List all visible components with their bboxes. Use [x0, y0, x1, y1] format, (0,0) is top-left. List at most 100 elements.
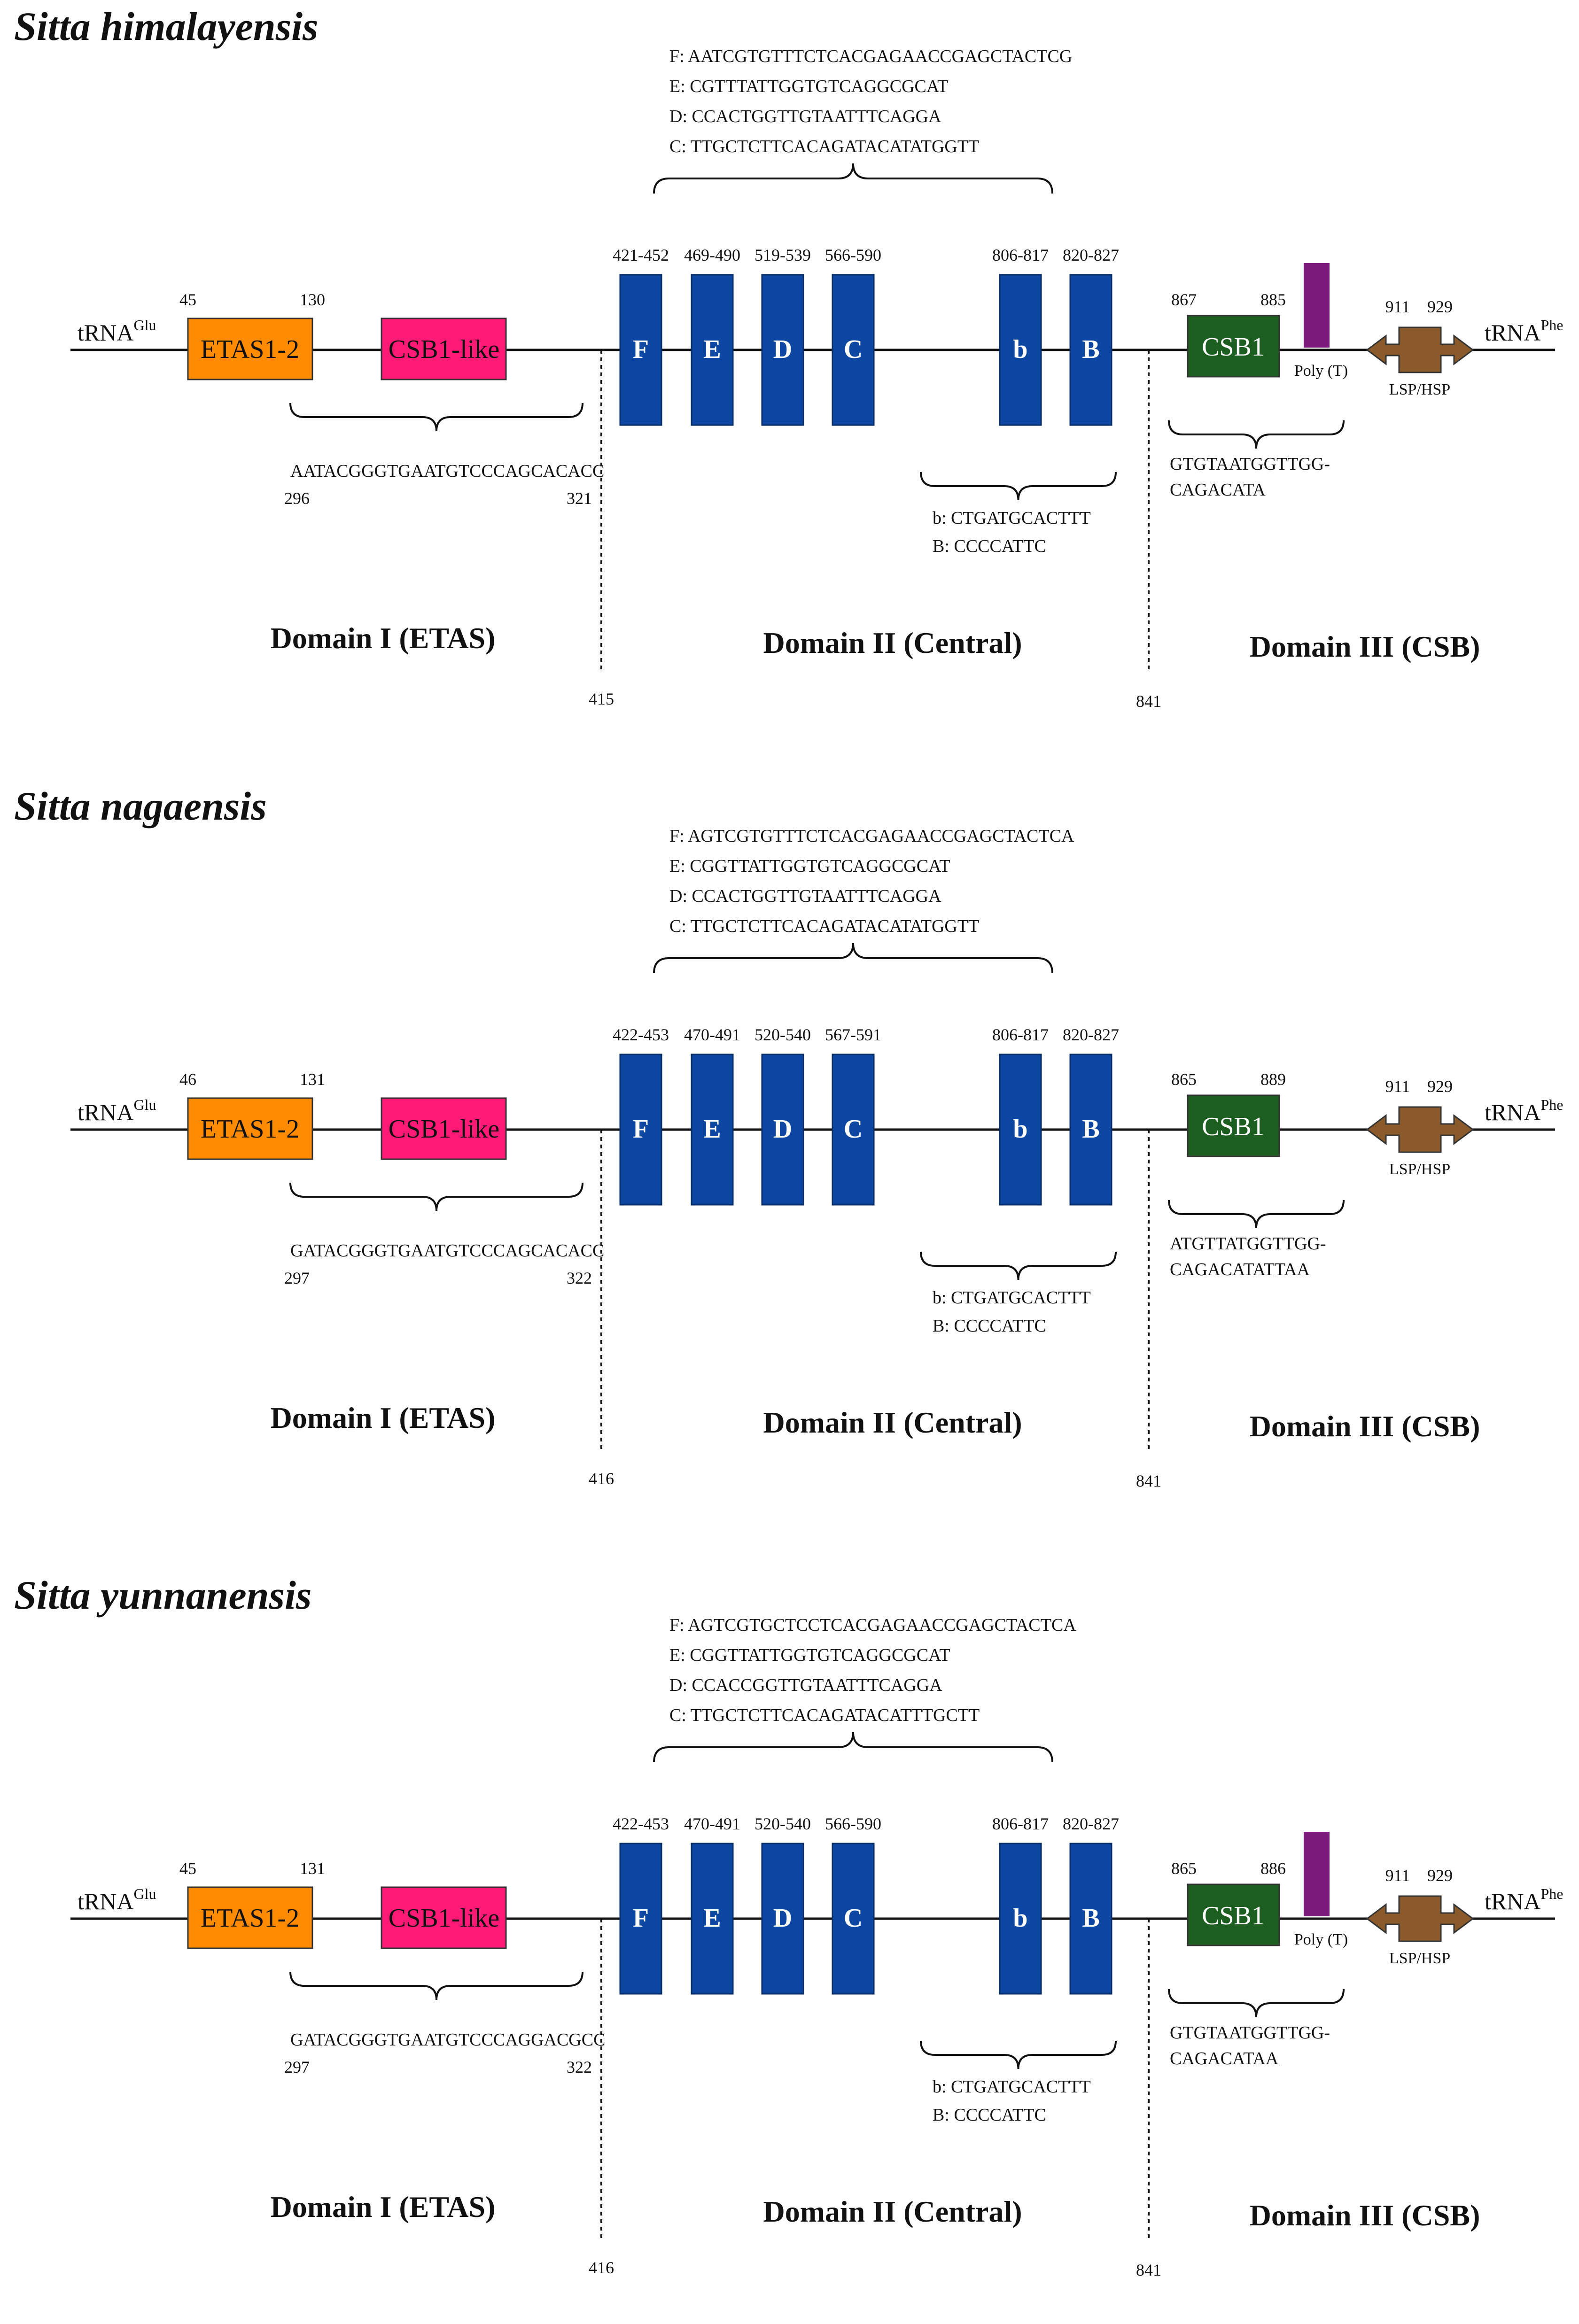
lsp-end: 929: [1427, 1866, 1453, 1885]
bB-seq-2: B: CCCCATTC: [933, 536, 1046, 556]
block-range: 806-817: [992, 1814, 1049, 1833]
domain-3-label: Domain III (CSB): [1250, 2199, 1480, 2232]
central-seq-d: D: CCACTGGTTGTAATTTCAGGA: [669, 886, 941, 906]
central-box-d: D 520-540: [754, 1814, 811, 1995]
csb1-label: CSB1: [1202, 1901, 1265, 1930]
etas-label: ETAS1-2: [201, 1115, 299, 1144]
domain-2-label: Domain II (Central): [763, 626, 1022, 659]
block: [619, 274, 662, 426]
csb1-seq-line-2: CAGACATATTAA: [1170, 1260, 1310, 1279]
block: [761, 274, 804, 426]
csb1-like-box: [381, 1097, 507, 1160]
csb1-like-seq: GATACGGGTGAATGTCCCAGCACACC: [290, 1241, 604, 1261]
poly-t-label: Poly (T): [1294, 1931, 1348, 1948]
csb1-like-seq: GATACGGGTGAATGTCCCAGGACGCC: [290, 2030, 605, 2050]
block-range: 422-453: [613, 1025, 669, 1044]
block-label: b: [1013, 1904, 1027, 1933]
block-range: 469-490: [684, 246, 740, 264]
bB-brace: [920, 2040, 1117, 2069]
block-range: 567-591: [825, 1025, 881, 1044]
csb1-end: 885: [1260, 290, 1286, 309]
block: [832, 1843, 875, 1995]
trna-phe-label: tRNAPhe: [1485, 1096, 1563, 1125]
csb1-like-end: 322: [567, 2058, 592, 2076]
csb1-like-start: 297: [284, 2058, 310, 2076]
csb1-brace: [1168, 420, 1345, 449]
lsp-start: 911: [1385, 1866, 1410, 1885]
lsp-hsp-arrow: [1366, 1895, 1474, 1942]
species-title: Sitta yunnanensis: [14, 1573, 311, 1618]
csb1-like-start: 297: [284, 1269, 310, 1287]
central-seq-e: E: CGTTTATTGGTGTCAGGCGCAT: [669, 77, 948, 96]
csb1-box: [1187, 1883, 1280, 1946]
etas-start: 45: [179, 290, 196, 309]
block-label: F: [633, 1115, 649, 1144]
domain-1-label: Domain I (ETAS): [271, 1401, 496, 1434]
block-label: C: [844, 1904, 863, 1933]
etas-box: [187, 1886, 313, 1949]
csb1-brace: [1168, 1200, 1345, 1229]
central-box-lower-b: b 806-817: [992, 1814, 1049, 1995]
csb1-seq-line-1: GTGTAATGGTTGG-: [1170, 454, 1330, 474]
block-range: 470-491: [684, 1814, 740, 1833]
csb1-label: CSB1: [1202, 1112, 1265, 1141]
block-range: 470-491: [684, 1025, 740, 1044]
block-range: 806-817: [992, 1025, 1049, 1044]
central-box-f: F 422-453: [613, 1025, 669, 1206]
block-label: C: [844, 335, 863, 364]
block-label: F: [633, 1904, 649, 1933]
domain-2-label: Domain II (Central): [763, 2195, 1022, 2228]
block-label: D: [773, 1904, 792, 1933]
block: [691, 274, 734, 426]
central-box-lower-b: b 806-817: [992, 246, 1049, 426]
csb1-end: 889: [1260, 1070, 1286, 1089]
block-range: 820-827: [1063, 246, 1119, 264]
etas-end: 131: [300, 1859, 325, 1878]
csb1-start: 867: [1171, 290, 1197, 309]
poly-t-label: Poly (T): [1294, 362, 1348, 380]
block: [832, 274, 875, 426]
csb1-like-end: 322: [567, 1269, 592, 1287]
block-range: 520-540: [754, 1814, 811, 1833]
panel-1: Sitta himalayensis F: AATCGTGTTTCTCACGAGA…: [14, 4, 1563, 711]
block-range: 421-452: [613, 246, 669, 264]
central-seq-f: F: AATCGTGTTTCTCACGAGAACCGAGCTACTCG: [669, 46, 1072, 66]
block-label: D: [773, 335, 792, 364]
csb1-like-start: 296: [284, 489, 310, 508]
etas-start: 46: [179, 1070, 196, 1089]
lsp-start: 911: [1385, 1077, 1410, 1096]
csb1-like-label: CSB1-like: [389, 1904, 499, 1933]
bB-seq-1: b: CTGATGCACTTT: [933, 508, 1091, 528]
lsp-end: 929: [1427, 1077, 1453, 1096]
etas-label: ETAS1-2: [201, 335, 299, 364]
central-seq-e: E: CGGTTATTGGTGTCAGGCGCAT: [669, 856, 950, 876]
central-seq-f: F: AGTCGTGTTTCTCACGAGAACCGAGCTACTCA: [669, 826, 1074, 846]
trna-glu-label: tRNAGlu: [78, 1885, 156, 1914]
block: [691, 1054, 734, 1206]
central-brace: [653, 1732, 1053, 1763]
lsp-hsp-label: LSP/HSP: [1389, 381, 1450, 398]
block: [761, 1843, 804, 1995]
etas-box: [187, 318, 313, 380]
block-range: 806-817: [992, 246, 1049, 264]
csb1-brace: [1168, 1989, 1345, 2018]
block-label: b: [1013, 335, 1027, 364]
csb1-box: [1187, 1094, 1280, 1157]
block-label: D: [773, 1115, 792, 1144]
domain-3-label: Domain III (CSB): [1250, 630, 1480, 663]
etas-box: [187, 1097, 313, 1160]
csb1-start: 865: [1171, 1859, 1197, 1878]
csb1-like-seq: AATACGGGTGAATGTCCCAGCACACC: [290, 461, 604, 481]
csb1-seq-line-2: CAGACATA: [1170, 480, 1266, 500]
csb1-like-label: CSB1-like: [389, 335, 499, 364]
species-title: Sitta himalayensis: [14, 4, 319, 49]
boundary-2-label: 841: [1136, 1472, 1161, 1490]
boundary-1-label: 415: [589, 689, 614, 708]
